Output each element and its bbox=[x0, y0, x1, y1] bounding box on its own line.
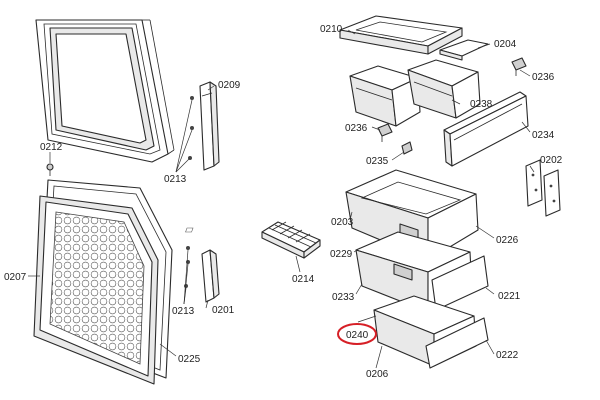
top-shelf-0210 bbox=[339, 15, 463, 55]
label-0235: 0235 bbox=[366, 156, 389, 167]
label-0225: 0225 bbox=[178, 354, 201, 365]
label-0236-top: 0236 bbox=[532, 72, 555, 83]
lower-door-seal-0225 bbox=[33, 179, 173, 385]
label-0221: 0221 bbox=[498, 291, 521, 302]
clip-0236-top bbox=[511, 57, 527, 76]
drawer-0206-0222 bbox=[373, 295, 489, 369]
callout-labels: 0210 0204 0236 0238 0236 0234 0235 0202 … bbox=[4, 24, 563, 380]
leader-lines bbox=[28, 29, 535, 369]
small-drawer-0238 bbox=[407, 59, 481, 119]
highlight-ring-0240 bbox=[337, 323, 377, 345]
label-0213-lower: 0213 bbox=[172, 306, 195, 317]
flap-0234 bbox=[443, 91, 529, 167]
label-0234: 0234 bbox=[532, 130, 555, 141]
cover-0204 bbox=[439, 39, 489, 61]
clip-0236-left bbox=[377, 123, 393, 142]
door-rail-0209 bbox=[199, 81, 220, 171]
label-0210: 0210 bbox=[320, 24, 343, 35]
label-0202: 0202 bbox=[540, 155, 563, 166]
label-0240: 0240 bbox=[346, 330, 369, 341]
label-0236-left: 0236 bbox=[345, 123, 368, 134]
upper-door-0207-frame bbox=[35, 19, 175, 163]
label-0206: 0206 bbox=[366, 369, 389, 380]
label-0233: 0233 bbox=[332, 292, 355, 303]
label-0204: 0204 bbox=[494, 39, 517, 50]
drawer-0229-0221 bbox=[355, 231, 489, 313]
label-0201: 0201 bbox=[212, 305, 235, 316]
panels-0202 bbox=[525, 159, 561, 217]
label-0238: 0238 bbox=[470, 99, 493, 110]
small-drawer-left bbox=[349, 65, 421, 127]
label-0226: 0226 bbox=[496, 235, 519, 246]
label-0213-upper: 0213 bbox=[164, 174, 187, 185]
hinge-cap-0212 bbox=[46, 163, 54, 176]
clip-0235 bbox=[401, 141, 413, 155]
label-0229: 0229 bbox=[330, 249, 353, 260]
door-rail-0201 bbox=[201, 249, 220, 303]
label-0214: 0214 bbox=[292, 274, 315, 285]
label-0207: 0207 bbox=[4, 272, 27, 283]
label-0203: 0203 bbox=[331, 217, 354, 228]
label-0212: 0212 bbox=[40, 142, 63, 153]
label-0209: 0209 bbox=[218, 80, 241, 91]
label-0222: 0222 bbox=[496, 350, 519, 361]
ice-tray-0214 bbox=[185, 221, 321, 259]
